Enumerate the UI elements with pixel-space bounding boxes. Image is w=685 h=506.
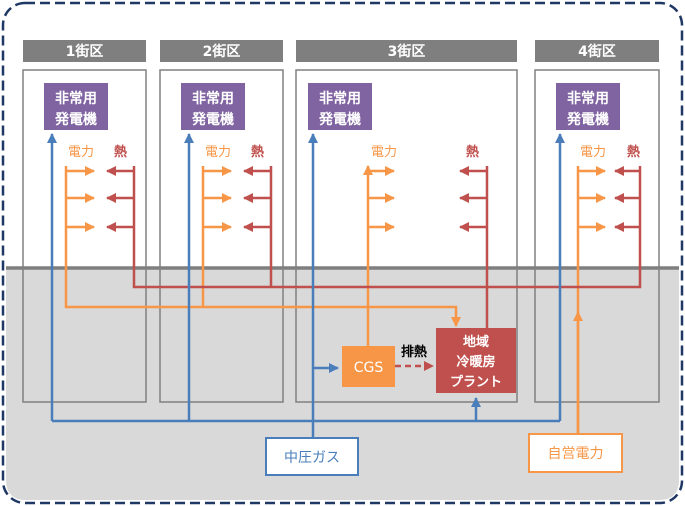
emergency-generator-2: 非常用 発電機 <box>181 83 245 130</box>
gas-lines <box>47 133 565 438</box>
district-heating-plant: 地域 冷暖房 プラント <box>436 328 516 393</box>
heat-label-1: 熱 <box>114 144 127 160</box>
district-box-4 <box>534 69 660 403</box>
svg-text:自営電力: 自営電力 <box>548 446 604 462</box>
svg-text:非常用: 非常用 <box>192 90 234 107</box>
svg-text:発電機: 発電機 <box>318 111 361 128</box>
svg-text:発電機: 発電機 <box>566 111 609 128</box>
svg-text:発電機: 発電機 <box>191 111 234 128</box>
heat-label-4: 熱 <box>627 144 640 160</box>
emergency-generator-4: 非常用 発電機 <box>556 83 620 130</box>
heat-label-3: 熱 <box>466 144 479 160</box>
district-header-3: 3街区 <box>296 40 517 62</box>
district-header-1: 1街区 <box>23 40 146 62</box>
svg-text:非常用: 非常用 <box>55 90 97 107</box>
cgs-unit: CGS <box>342 346 395 387</box>
svg-text:地域: 地域 <box>463 334 489 350</box>
svg-text:発電機: 発電機 <box>54 111 97 128</box>
heat-label-2: 熱 <box>251 144 264 160</box>
district-header-2: 2街区 <box>160 40 283 62</box>
emergency-generator-3: 非常用 発電機 <box>308 83 372 130</box>
svg-text:冷暖房: 冷暖房 <box>456 354 495 370</box>
exhaust-heat-label: 排熱 <box>401 344 427 360</box>
svg-text:4街区: 4街区 <box>578 43 616 60</box>
svg-text:CGS: CGS <box>354 360 384 376</box>
district-box-2 <box>159 69 284 403</box>
svg-text:1街区: 1街区 <box>66 43 104 60</box>
district-header-4: 4街区 <box>535 40 659 62</box>
svg-text:中圧ガス: 中圧ガス <box>284 450 340 466</box>
heat-lines <box>106 166 642 329</box>
svg-text:非常用: 非常用 <box>319 90 361 107</box>
svg-text:3街区: 3街区 <box>388 43 426 60</box>
medium-pressure-gas-source: 中圧ガス <box>265 437 359 476</box>
emergency-generator-1: 非常用 発電機 <box>44 83 108 130</box>
svg-text:プラント: プラント <box>450 375 502 390</box>
district-box-3 <box>295 69 518 403</box>
own-power-source: 自営電力 <box>528 433 623 473</box>
svg-text:2街区: 2街区 <box>203 43 241 60</box>
power-label-3: 電力 <box>371 145 397 160</box>
power-label-1: 電力 <box>68 145 94 160</box>
power-lines <box>64 165 606 434</box>
power-label-4: 電力 <box>580 145 606 160</box>
svg-text:非常用: 非常用 <box>567 90 609 107</box>
power-label-2: 電力 <box>205 145 231 160</box>
district-box-1 <box>22 69 147 403</box>
